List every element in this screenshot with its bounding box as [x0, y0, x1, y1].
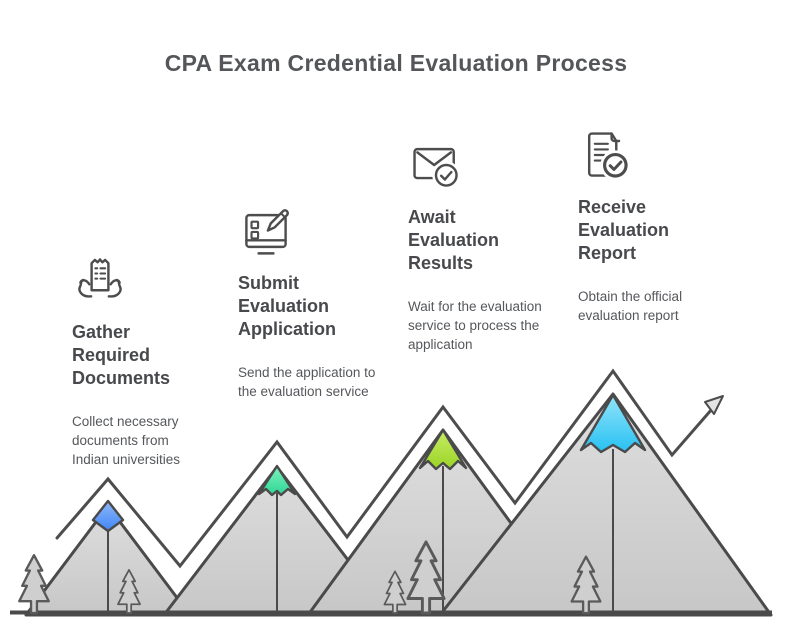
document-check-icon [587, 132, 631, 181]
step-submit-application: Submit Evaluation Application Send the a… [238, 203, 384, 401]
step-title: Receive Evaluation Report [578, 197, 670, 263]
step-receive-report: Receive Evaluation Report Obtain the off… [578, 127, 730, 325]
step-title: Await Evaluation Results [408, 207, 500, 273]
step-await-results: Await Evaluation Results Wait for the ev… [408, 137, 548, 354]
mountain-1 [24, 499, 192, 617]
step-description: Obtain the official evaluation report [578, 289, 683, 323]
step-description: Wait for the evaluation service to proce… [408, 299, 542, 352]
hands-document-icon [78, 258, 122, 298]
step-description: Collect necessary documents from Indian … [72, 414, 181, 467]
peak-cap-2 [257, 464, 297, 497]
step-description: Send the application to the evaluation s… [238, 365, 376, 399]
monitor-pencil-icon [245, 209, 289, 255]
step-gather-documents: Gather Required Documents Collect necess… [72, 252, 198, 469]
step-title: Submit Evaluation Application [238, 273, 336, 339]
arrowhead-icon [704, 395, 724, 415]
peak-cap-3 [418, 428, 468, 471]
envelope-check-icon [413, 147, 461, 190]
step-title: Gather Required Documents [72, 322, 171, 388]
peak-cap-4 [579, 393, 647, 454]
mountain-4 [438, 392, 773, 617]
page-title: CPA Exam Credential Evaluation Process [164, 50, 628, 76]
trend-line [55, 368, 724, 569]
